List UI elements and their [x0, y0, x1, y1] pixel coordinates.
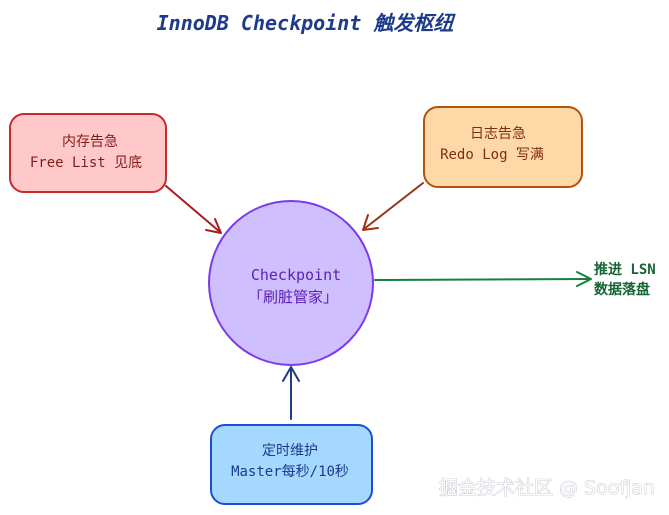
- redo-log-box: [423, 106, 583, 188]
- memory-pressure-label: 内存告急: [62, 134, 118, 150]
- checkpoint-node: Checkpoint 「刷脏管家」: [208, 200, 374, 366]
- timer-detail: Master每秒/10秒: [231, 464, 349, 480]
- redo-log-detail: Redo Log 写满: [440, 147, 544, 163]
- redo-log-label: 日志告急: [470, 126, 526, 142]
- memory-pressure-box: [9, 113, 167, 193]
- checkpoint-nickname: 「刷脏管家」: [248, 288, 338, 306]
- arrow-timer-to-checkpoint: [282, 366, 300, 420]
- checkpoint-circle: [208, 200, 374, 366]
- memory-pressure-detail: Free List 见底: [30, 155, 142, 171]
- timer-box: [210, 424, 373, 505]
- timer-node: 定时维护 Master每秒/10秒: [210, 424, 373, 505]
- arrow-log-to-checkpoint: [362, 182, 424, 231]
- watermark-text: 掘金技术社区 @ Soofjan: [439, 477, 655, 499]
- arrow-checkpoint-to-output: [374, 271, 592, 287]
- checkpoint-label: Checkpoint: [251, 266, 341, 284]
- memory-pressure-node: 内存告急 Free List 见底: [9, 113, 167, 193]
- output-label: 推进 LSN: [594, 261, 656, 278]
- diagram-title: InnoDB Checkpoint 触发枢纽: [157, 11, 457, 35]
- redo-log-node: 日志告急 Redo Log 写满: [423, 106, 583, 188]
- arrow-memory-to-checkpoint: [165, 185, 222, 234]
- output-detail: 数据落盘: [594, 281, 650, 298]
- timer-label: 定时维护: [262, 443, 318, 459]
